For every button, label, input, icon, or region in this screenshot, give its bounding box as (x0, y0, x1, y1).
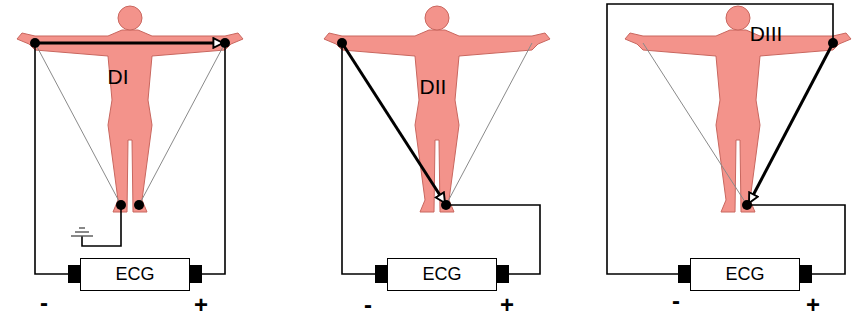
einthoven-triangle (35, 43, 747, 205)
lead-name: DI (108, 66, 129, 87)
device-label: ECG (725, 264, 764, 285)
polarity-sign: + (806, 293, 820, 317)
ecg-device-box: ECG (690, 258, 800, 291)
ground-symbol (71, 228, 93, 236)
device-label: ECG (115, 264, 154, 285)
polarity-sign: + (500, 293, 514, 317)
lead-name: DIII (750, 23, 783, 44)
polarity-sign: - (364, 293, 372, 317)
polarity-sign: - (672, 289, 680, 313)
lead-vector (35, 43, 833, 203)
human-figure (324, 6, 550, 212)
electrode (30, 38, 838, 210)
device-label: ECG (422, 264, 461, 285)
ecg-device-box: ECG (80, 258, 190, 291)
ecg-device-box: ECG (387, 258, 497, 291)
lead-wire (35, 4, 845, 274)
human-figure (625, 6, 851, 212)
human-figure (17, 6, 243, 212)
lead-name: DII (420, 76, 447, 97)
polarity-sign: + (194, 293, 208, 317)
polarity-sign: - (40, 291, 48, 315)
